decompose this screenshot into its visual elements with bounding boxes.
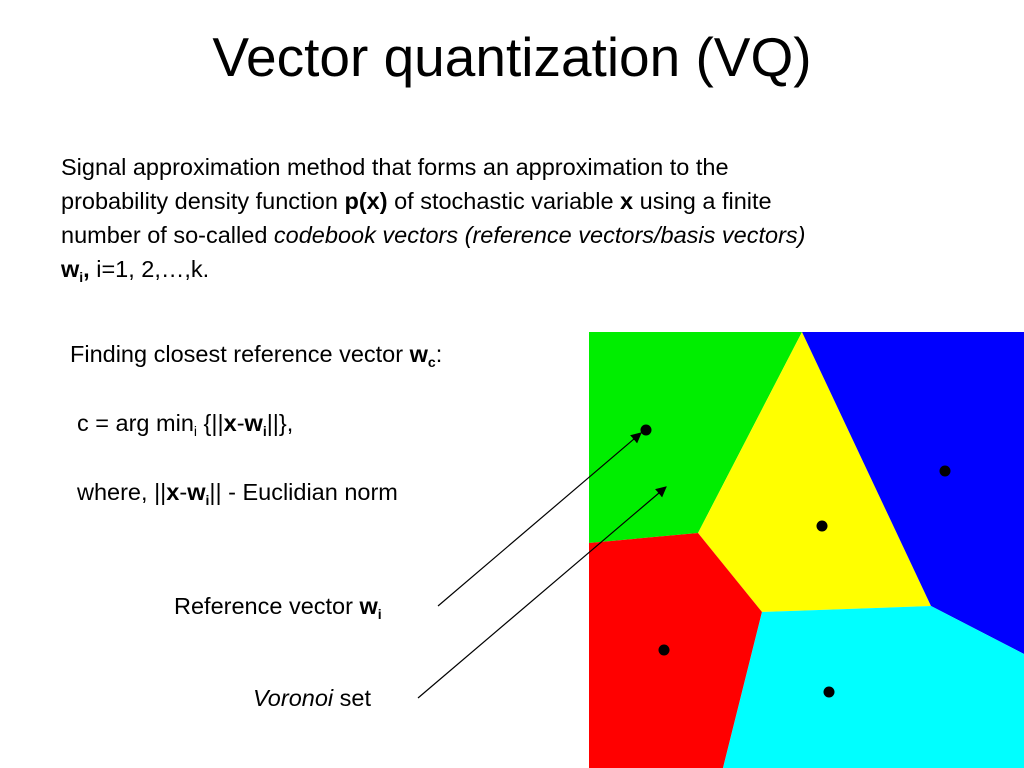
intro-text: probability density function bbox=[61, 188, 345, 214]
intro-line-3: number of so-called codebook vectors (re… bbox=[61, 218, 981, 252]
w-symbol: w bbox=[359, 593, 378, 619]
x-symbol: x bbox=[223, 410, 237, 436]
intro-text: of stochastic variable bbox=[387, 188, 621, 214]
w-subscript: i bbox=[79, 269, 84, 285]
closest-vector-heading: Finding closest reference vector wc: bbox=[70, 339, 442, 369]
c-subscript: c bbox=[427, 354, 436, 370]
codebook-term: codebook vectors (reference vectors/basi… bbox=[273, 222, 806, 248]
voronoi-set-label: Voronoi set bbox=[253, 683, 371, 713]
green-cell bbox=[589, 332, 802, 543]
cyan-cell bbox=[723, 606, 1024, 768]
i-subscript: i bbox=[262, 423, 267, 439]
yellow-cell bbox=[698, 332, 931, 612]
reference-vector-point bbox=[658, 644, 670, 656]
formula-text: c = arg min bbox=[77, 410, 194, 436]
argmin-formula: c = arg mini {||x-wi||}, bbox=[77, 408, 293, 438]
reference-vector-arrow bbox=[437, 432, 642, 607]
reference-vector-point bbox=[939, 465, 951, 477]
label-text: set bbox=[333, 685, 372, 711]
blue-cell bbox=[802, 332, 1024, 654]
formula-text: {|| bbox=[197, 410, 224, 436]
red-cell bbox=[589, 533, 762, 768]
intro-line-1: Signal approximation method that forms a… bbox=[61, 150, 981, 184]
i-subscript: i bbox=[377, 606, 382, 622]
intro-text: using a finite bbox=[633, 188, 772, 214]
i-subscript: i bbox=[205, 492, 210, 508]
minus-sign: - bbox=[179, 479, 188, 505]
reference-vector-point bbox=[816, 520, 828, 532]
norm-text: || - Euclidian norm bbox=[209, 479, 398, 505]
formula-text: ||}, bbox=[266, 410, 294, 436]
x-symbol: x bbox=[620, 188, 634, 214]
pdf-symbol: p(x) bbox=[344, 188, 388, 214]
index-range: i=1, 2,…,k. bbox=[89, 256, 210, 282]
voronoi-set-arrow bbox=[417, 486, 667, 699]
intro-text: number of so-called bbox=[61, 222, 274, 248]
i-subscript: i bbox=[193, 423, 198, 439]
norm-text: where, || bbox=[77, 479, 167, 505]
intro-line-4: wi, i=1, 2,…,k. bbox=[61, 252, 981, 286]
w-symbol: w bbox=[409, 341, 428, 367]
w-symbol: w bbox=[187, 479, 206, 505]
reference-vector-point bbox=[640, 424, 652, 436]
reference-vector-label: Reference vector wi bbox=[174, 591, 382, 621]
reference-vector-point bbox=[823, 686, 835, 698]
slide-title: Vector quantization (VQ) bbox=[212, 26, 812, 88]
voronoi-term: Voronoi bbox=[253, 685, 334, 711]
intro-line-2: probability density function p(x) of sto… bbox=[61, 184, 981, 218]
heading-text: Finding closest reference vector bbox=[70, 341, 410, 367]
w-symbol: w bbox=[244, 410, 263, 436]
minus-sign: - bbox=[236, 410, 245, 436]
w-symbol: w bbox=[61, 256, 80, 282]
colon: : bbox=[435, 341, 443, 367]
intro-text: Signal approximation method that forms a… bbox=[61, 154, 729, 180]
intro-paragraph: Signal approximation method that forms a… bbox=[61, 150, 981, 286]
x-symbol: x bbox=[166, 479, 180, 505]
comma: , bbox=[83, 256, 90, 282]
label-text: Reference vector bbox=[174, 593, 360, 619]
norm-definition: where, ||x-wi|| - Euclidian norm bbox=[77, 477, 398, 507]
